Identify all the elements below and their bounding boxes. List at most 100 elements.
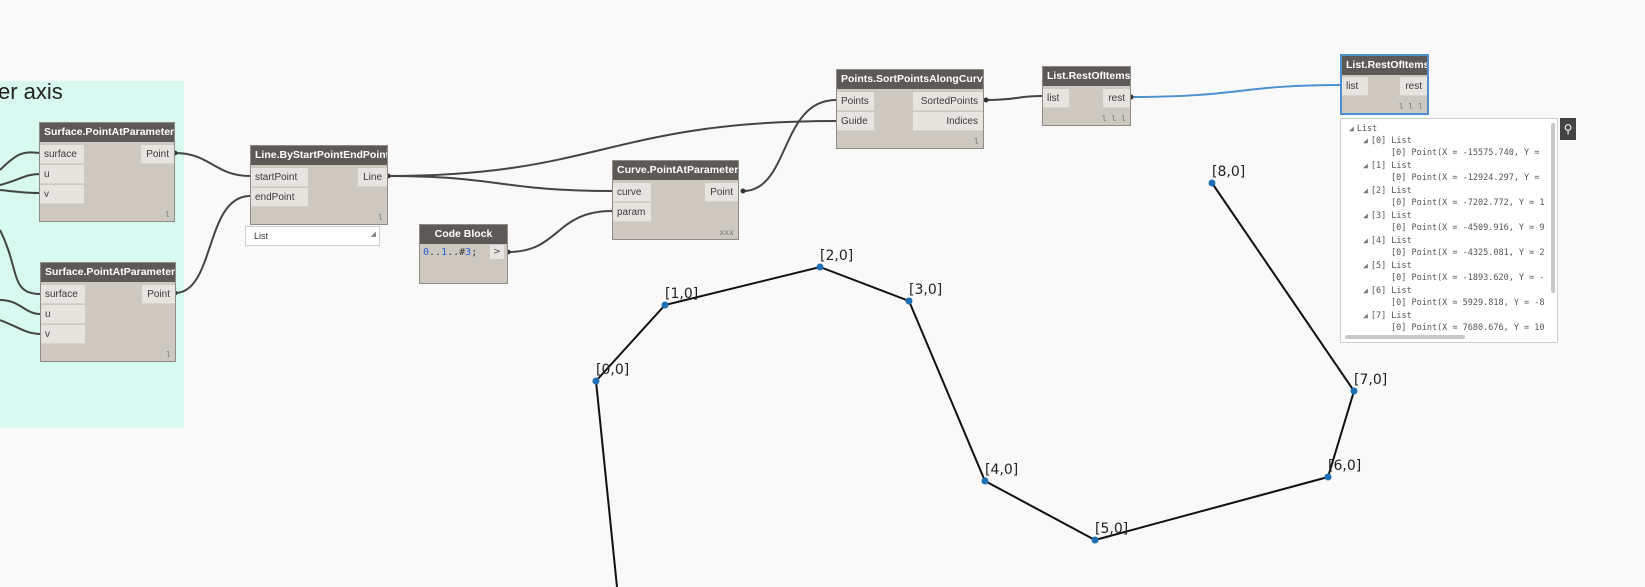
collapse-triangle-icon[interactable]: ◢ [1363,236,1368,245]
input-port-v[interactable]: v [40,185,84,204]
node-preview-tree[interactable]: ◢List ◢[0] List[0] Point(X = -15575.740,… [1340,118,1558,343]
geometry-point-marker[interactable] [905,297,913,305]
collapse-triangle-icon[interactable]: ◢ [1363,161,1368,170]
geometry-point-label: [6,0] [1328,458,1362,474]
input-port-end-point[interactable]: endPoint [251,188,308,207]
input-port-surface[interactable]: surface [40,145,84,164]
tree-item-label: [0] List [1370,136,1412,146]
output-port-point[interactable]: Point [142,285,175,304]
resize-grip-icon[interactable]: ◢ [370,231,376,238]
tree-item-label: [6] List [1370,286,1412,296]
lacing-indicator[interactable]: l [165,210,170,219]
tree-item-header[interactable]: ◢[0] List [1363,135,1412,147]
geometry-point-marker[interactable] [661,301,669,309]
geometry-point-marker[interactable] [1350,387,1358,395]
lacing-indicator[interactable]: l [166,350,171,359]
input-port-list[interactable]: list [1043,89,1069,108]
lacing-indicator[interactable]: l [378,213,383,222]
lacing-indicator[interactable]: l l l [1398,102,1423,111]
wire-group-in-5 [0,299,41,315]
horizontal-scrollbar[interactable] [1345,335,1465,339]
tree-item-header[interactable]: ◢[4] List [1363,235,1412,247]
output-port-line[interactable]: Line [358,168,387,187]
node-sort-points-along-curve[interactable]: Points.SortPointsAlongCurve Points Guide… [836,69,984,149]
input-port-curve[interactable]: curve [613,183,651,202]
input-port-u[interactable]: u [41,305,85,324]
collapse-triangle-icon[interactable]: ◢ [1363,211,1368,220]
wire-cpap-sort [742,99,837,192]
collapse-triangle-icon[interactable]: ◢ [1363,311,1368,320]
tree-item-value: [0] Point(X = 5929.818, Y = -8 [1391,298,1545,308]
input-port-points[interactable]: Points [837,92,874,111]
node-curve-point-at-parameter[interactable]: Curve.PointAtParameter curve param Point… [612,160,739,240]
geometry-point-label: [1,0] [665,286,699,302]
collapse-triangle-icon[interactable]: ◢ [1363,136,1368,145]
geometry-point-label: [5,0] [1095,521,1129,537]
node-surface-point-at-parameter-1[interactable]: Surface.PointAtParameter surface u v Poi… [39,122,175,222]
tree-item-value: [0] Point(X = -4325.081, Y = 2 [1391,248,1545,258]
geometry-point-marker[interactable] [1208,179,1216,187]
pin-preview-icon[interactable]: ⚲ [1560,118,1576,140]
node-title: List.RestOfItems [1342,56,1427,75]
code-token: 0 [423,247,430,258]
lacing-indicator[interactable]: l [974,137,979,146]
lacing-indicator[interactable]: xxx [719,228,734,237]
input-port-surface[interactable]: surface [41,285,85,304]
tree-item-header[interactable]: ◢[2] List [1363,185,1412,197]
collapse-triangle-icon[interactable]: ◢ [1363,186,1368,195]
output-port-point[interactable]: Point [705,183,738,202]
tree-item-value: [0] Point(X = -7202.772, Y = 1 [1391,198,1545,208]
node-code-block[interactable]: Code Block 0..1..#3; > [419,224,508,284]
output-port-rest[interactable]: rest [1400,77,1427,96]
line-preview-bubble[interactable]: List ◢ [245,226,380,246]
tree-item-header[interactable]: ◢[1] List [1363,160,1412,172]
code-editor[interactable]: 0..1..#3; [423,245,477,261]
code-token: 3 [465,247,472,258]
tree-item-label: [2] List [1370,186,1412,196]
output-port-sorted-points[interactable]: SortedPoints [913,92,983,111]
output-port-rest[interactable]: rest [1103,89,1130,108]
node-list-rest-of-items-1[interactable]: List.RestOfItems list rest l l l [1042,66,1131,126]
wire-group-in-6 [0,319,41,335]
geometry-point-label: [7,0] [1354,372,1388,388]
node-title: Points.SortPointsAlongCurve [837,70,983,89]
collapse-triangle-icon[interactable]: ◢ [1363,261,1368,270]
vertical-scrollbar[interactable] [1551,123,1555,293]
node-list-rest-of-items-2[interactable]: List.RestOfItems list rest l l l [1340,54,1429,115]
collapse-triangle-icon[interactable]: ◢ [1363,286,1368,295]
node-title: Curve.PointAtParameter [613,161,738,180]
output-port-code[interactable]: > [490,245,504,259]
tree-item-header[interactable]: ◢[3] List [1363,210,1412,222]
geometry-point-marker[interactable] [592,377,600,385]
node-title: Surface.PointAtParameter [40,123,174,142]
input-port-v[interactable]: v [41,325,85,344]
tree-item-label: [7] List [1370,311,1412,321]
input-port-list[interactable]: list [1342,77,1368,96]
tree-item-header[interactable]: ◢[6] List [1363,285,1412,297]
geometry-point-marker[interactable] [816,263,824,271]
input-port-param[interactable]: param [613,203,651,222]
geometry-point-marker[interactable] [981,477,989,485]
tree-item-value: [0] Point(X = -4509.916, Y = 9 [1391,223,1545,233]
tree-root-label: List [1356,124,1378,134]
wire-spap2-line [174,195,251,294]
node-surface-point-at-parameter-2[interactable]: Surface.PointAtParameter surface u v Poi… [40,262,176,362]
wire-rest1-rest2 [1130,84,1342,98]
input-port-u[interactable]: u [40,165,84,184]
input-port-guide[interactable]: Guide [837,112,874,131]
preview-text: List [254,231,269,241]
node-line-by-start-point-end-point[interactable]: Line.ByStartPointEndPoint startPoint end… [250,145,388,225]
output-port-point[interactable]: Point [141,145,174,164]
collapse-triangle-icon[interactable]: ◢ [1349,124,1354,133]
tree-item-header[interactable]: ◢[7] List [1363,310,1412,322]
tree-item-header[interactable]: ◢[5] List [1363,260,1412,272]
lacing-indicator[interactable]: l l l [1101,114,1126,123]
tree-item-label: [4] List [1370,236,1412,246]
geometry-point-marker[interactable] [1091,536,1099,544]
geometry-point-marker[interactable] [1324,473,1332,481]
output-port-indices[interactable]: Indices [913,112,983,131]
input-port-start-point[interactable]: startPoint [251,168,308,187]
wire-spap1-line [174,152,251,177]
tree-root[interactable]: ◢List [1349,123,1377,135]
